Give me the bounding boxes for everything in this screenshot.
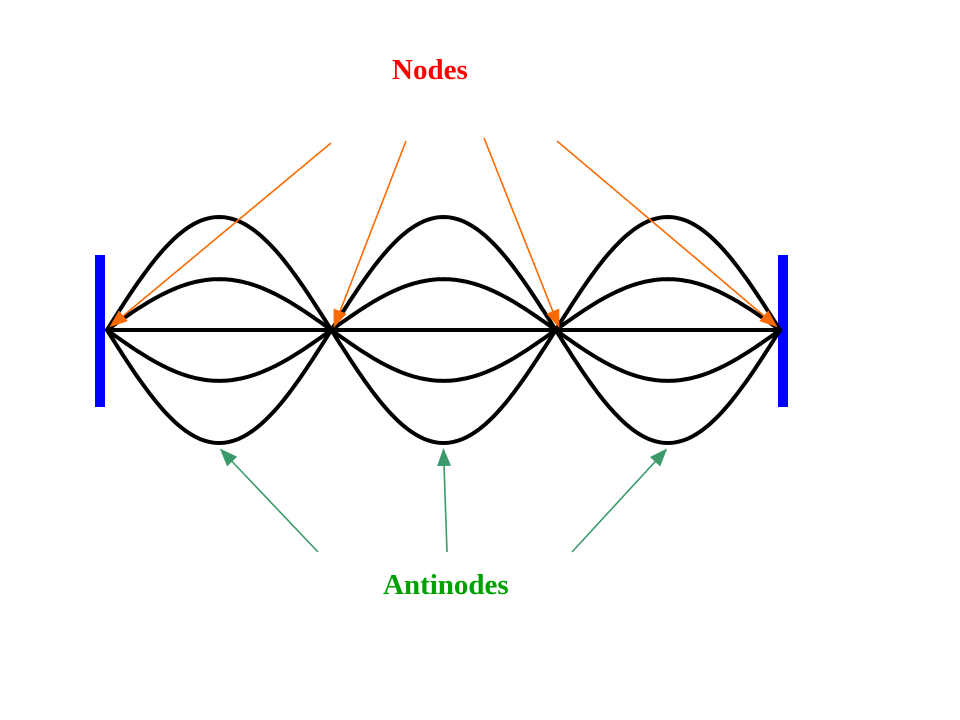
nodes-label: Nodes: [392, 54, 468, 86]
wave-curve-4: [105, 277, 782, 383]
wave-curve-1: [105, 214, 782, 446]
node-arrow-3: [483, 137, 560, 328]
node-pointers: [109, 137, 778, 328]
antinodes-label: Antinodes: [383, 569, 509, 601]
antinode-pointers: [219, 448, 668, 553]
antinode-arrow-1: [219, 448, 319, 553]
node-arrow-4: [556, 140, 778, 328]
antinode-arrow-3: [571, 448, 668, 553]
antinode-arrow-2: [437, 448, 452, 553]
wave-curve-2: [105, 277, 782, 383]
right-wall: [778, 255, 788, 407]
node-arrow-2: [333, 140, 407, 328]
wave-curve-5: [105, 214, 782, 446]
node-arrow-1: [109, 142, 332, 328]
string-waveforms: [105, 214, 782, 446]
left-wall: [95, 255, 105, 407]
